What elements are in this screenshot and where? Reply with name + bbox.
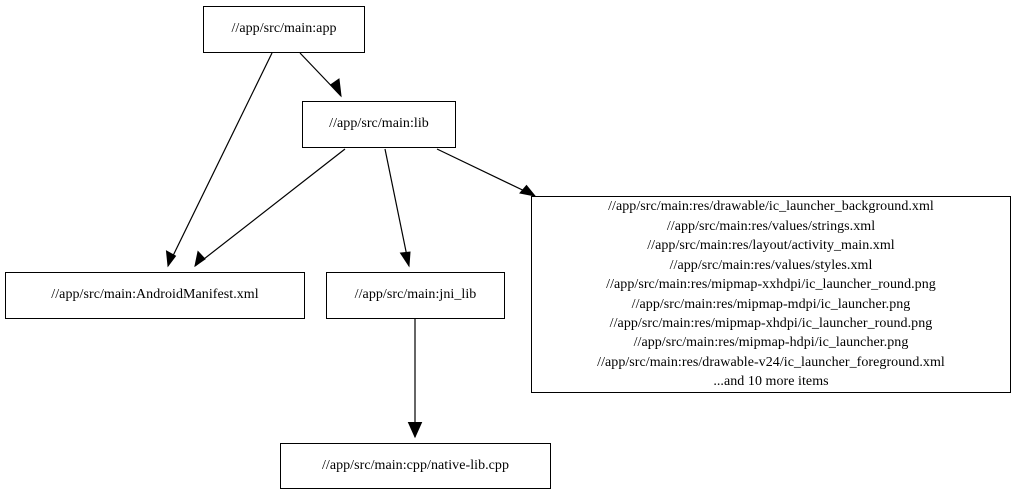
graph-node-manifest[interactable]: //app/src/main:AndroidManifest.xml: [5, 272, 305, 319]
arrowhead-icon: [165, 250, 177, 268]
arrowhead-icon: [329, 78, 342, 98]
graph-node-label: //app/src/main:AndroidManifest.xml: [51, 287, 259, 303]
graph-edge-lib-to-manifest: [194, 148, 346, 268]
edge-line: [194, 148, 346, 267]
arrowhead-icon: [194, 250, 206, 268]
graph-edge-app-to-lib: [299, 52, 342, 98]
graph-node-label: //app/src/main:jni_lib: [354, 287, 477, 303]
graph-edge-jni-lib-to-native-lib: [407, 319, 423, 439]
graph-edge-lib-to-jni-lib: [384, 148, 411, 268]
edge-line: [436, 148, 536, 197]
graph-node-label: //app/src/main:app: [231, 21, 337, 37]
graph-node-label: //app/src/main:res/drawable/ic_launcher_…: [597, 199, 945, 390]
edge-line: [299, 52, 342, 97]
graph-edge-app-to-manifest: [165, 52, 273, 268]
graph-node-label: //app/src/main:lib: [329, 116, 429, 132]
edge-line: [384, 148, 410, 267]
arrowhead-icon: [407, 422, 423, 439]
graph-node-lib[interactable]: //app/src/main:lib: [302, 101, 456, 148]
graph-node-jni_lib[interactable]: //app/src/main:jni_lib: [326, 272, 505, 319]
graph-node-app[interactable]: //app/src/main:app: [203, 6, 365, 53]
graph-node-label: //app/src/main:cpp/native-lib.cpp: [321, 457, 510, 473]
graph-node-resources[interactable]: //app/src/main:res/drawable/ic_launcher_…: [531, 196, 1011, 393]
arrowhead-icon: [399, 251, 411, 268]
graph-edge-lib-to-resources: [436, 148, 537, 197]
graph-node-native_lib[interactable]: //app/src/main:cpp/native-lib.cpp: [280, 443, 551, 489]
arrowhead-icon: [519, 184, 537, 197]
edge-line: [167, 52, 273, 267]
